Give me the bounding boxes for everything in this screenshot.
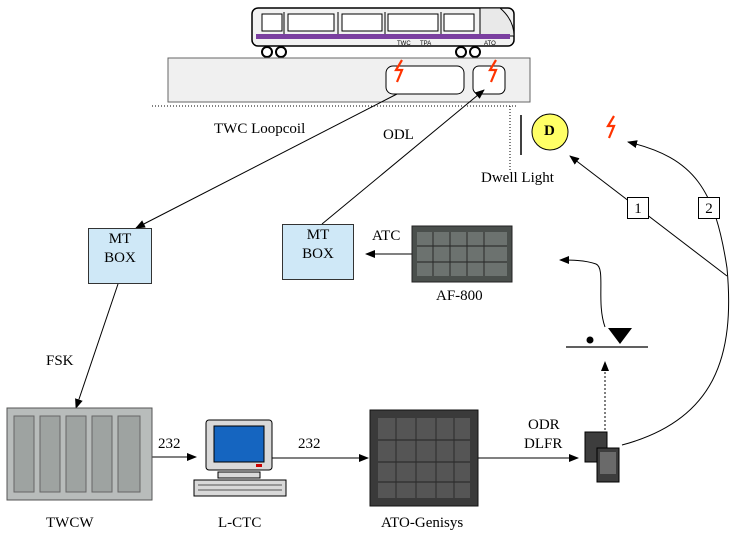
dlfr-label: DLFR <box>524 436 563 452</box>
train-label-ato: ATO <box>484 41 496 47</box>
odr-device-icon <box>584 431 620 483</box>
track-bed <box>167 57 531 103</box>
lightning-icon <box>488 59 498 83</box>
fsk-label: FSK <box>46 353 74 369</box>
lightning-icon <box>606 115 616 139</box>
lctc-label: L-CTC <box>218 515 262 531</box>
train-label-tpa: TPA <box>420 41 431 47</box>
mt-box-left-line1: MT <box>108 231 132 247</box>
dwell-light-symbol: D <box>544 123 555 139</box>
link-232-left: 232 <box>158 436 181 452</box>
twcw-rack <box>6 407 153 501</box>
loopcoil-label: TWC Loopcoil <box>214 121 306 137</box>
mt-box-right-line2: BOX <box>302 246 334 262</box>
af800-rack <box>411 225 513 283</box>
loopcoil <box>385 65 465 95</box>
train: TWC TPA ATO <box>251 7 515 58</box>
atc-label: ATC <box>372 228 401 244</box>
callout-1: 1 <box>627 197 649 219</box>
mt-box-right-line1: MT <box>306 227 330 243</box>
train-label-twc: TWC <box>397 41 411 47</box>
dwell-light-label: Dwell Light <box>481 170 554 186</box>
mt-box-left-line2: BOX <box>104 250 136 266</box>
lightning-icon <box>394 59 404 83</box>
ato-genisys-label: ATO-Genisys <box>381 515 464 531</box>
switch-symbol <box>608 328 632 344</box>
dwell-light <box>531 113 569 151</box>
computer-icon <box>193 419 287 497</box>
link-232-right: 232 <box>298 436 321 452</box>
twcw-label: TWCW <box>46 515 94 531</box>
ato-rack <box>369 409 479 507</box>
odl-antenna <box>472 65 506 95</box>
odl-label: ODL <box>383 127 414 143</box>
mt-box-right: MT BOX <box>282 224 354 280</box>
odr-label: ODR <box>528 417 560 433</box>
callout-2: 2 <box>698 197 720 219</box>
af800-label: AF-800 <box>436 288 483 304</box>
mt-box-left: MT BOX <box>88 228 152 284</box>
